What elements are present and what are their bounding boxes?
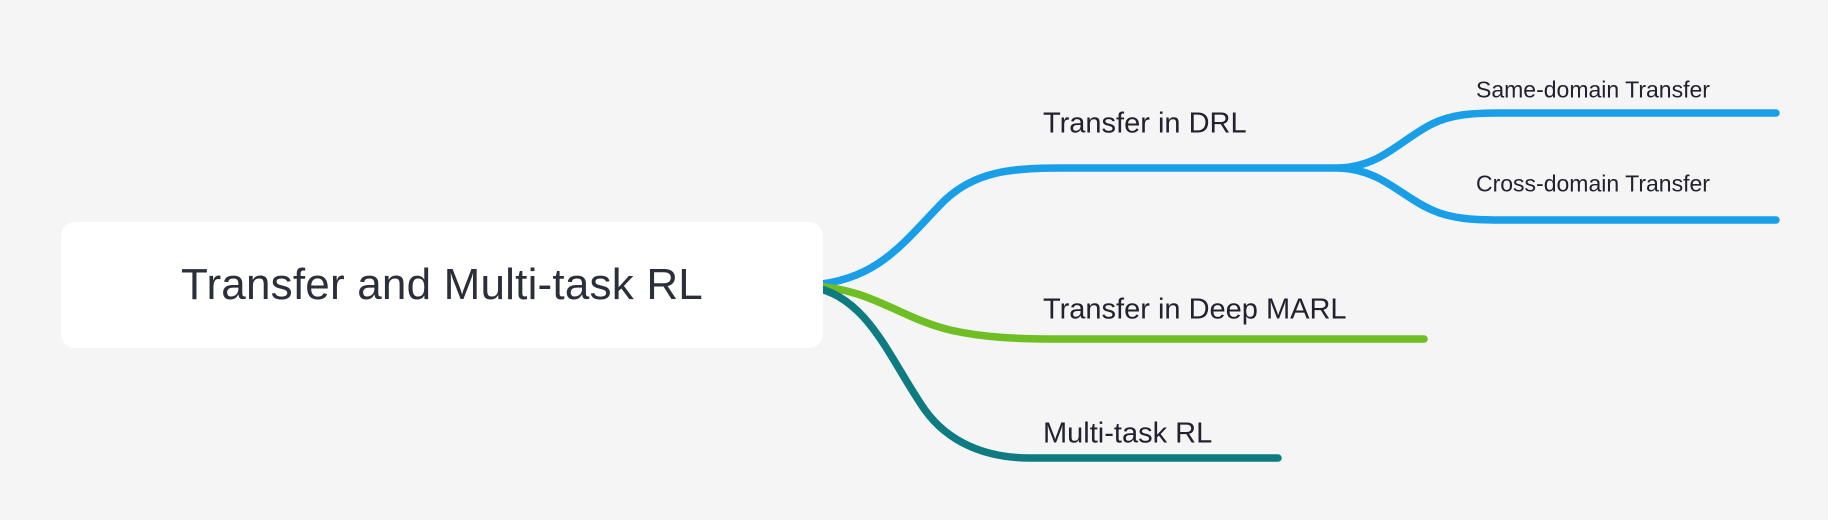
connector-same-domain-transfer [1336, 109, 1780, 172]
root-node-label: Transfer and Multi-task RL [181, 260, 703, 309]
branch-label-multi-task-rl[interactable]: Multi-task RL [1043, 417, 1213, 450]
branch-label-transfer-in-drl[interactable]: Transfer in DRL [1043, 107, 1247, 140]
branch-label-cross-domain-transfer[interactable]: Cross-domain Transfer [1476, 170, 1710, 197]
branch-label-transfer-in-deep-marl[interactable]: Transfer in Deep MARL [1043, 293, 1347, 326]
root-node[interactable]: Transfer and Multi-task RL [61, 222, 823, 348]
branch-label-same-domain-transfer[interactable]: Same-domain Transfer [1476, 76, 1710, 103]
connector-transfer-in-drl [808, 164, 1344, 289]
